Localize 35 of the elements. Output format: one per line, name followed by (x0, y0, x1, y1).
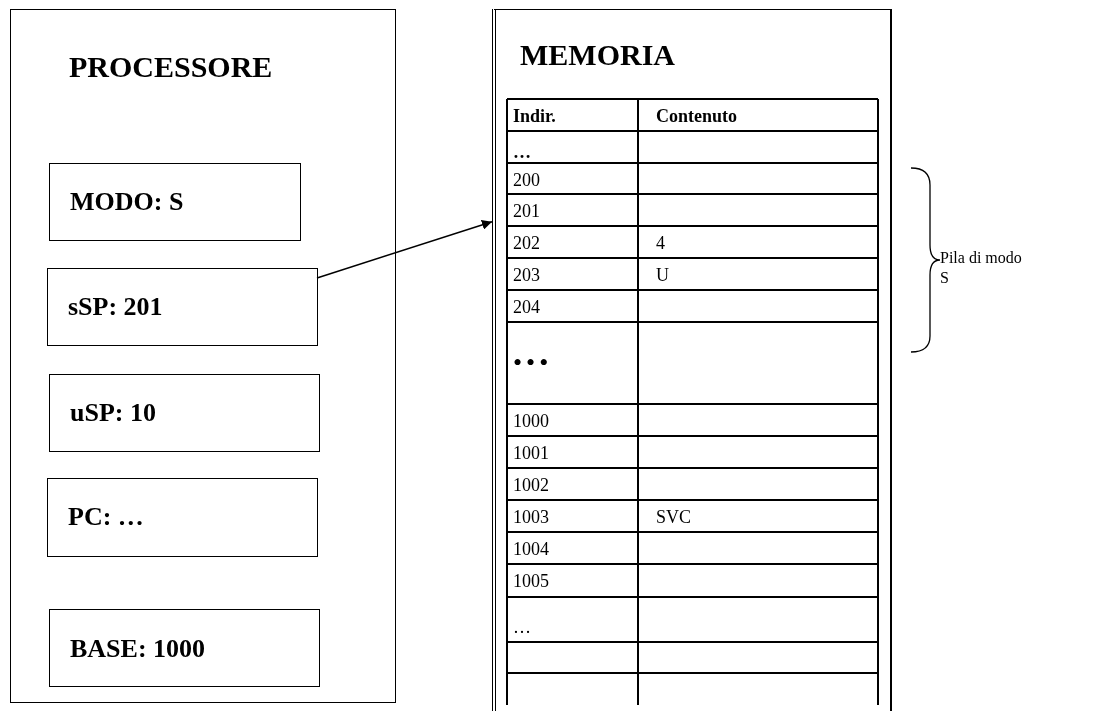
address-text: 1002 (513, 476, 549, 494)
register-text: BASE: 1000 (70, 636, 206, 662)
arrow (316, 220, 493, 279)
address-text: 204 (513, 298, 540, 316)
content-text: SVC (656, 508, 691, 526)
address-text: 203 (513, 266, 540, 284)
content-text: U (656, 266, 669, 284)
register-text: uSP: 10 (70, 400, 156, 426)
processor-heading: PROCESSORE (69, 52, 273, 82)
column-header: Contenuto (656, 107, 737, 125)
stack-note: Pila di modo S (940, 248, 1023, 288)
register-text: PC: … (68, 504, 144, 530)
address-text: 1001 (513, 444, 549, 462)
address-text: 200 (513, 171, 540, 189)
register-box (49, 374, 320, 452)
memory-heading: MEMORIA (520, 40, 675, 70)
register-box (47, 268, 318, 346)
register-text: MODO: S (70, 189, 184, 215)
ellipsis-text: … (513, 618, 531, 636)
register-box (49, 609, 320, 687)
address-text: 202 (513, 234, 540, 252)
column-header: Indir. (513, 107, 556, 125)
address-text: 1003 (513, 508, 549, 526)
column-header: … (513, 143, 531, 161)
address-text: 1004 (513, 540, 549, 558)
content-text: 4 (656, 234, 665, 252)
memory-box (492, 9, 892, 711)
register-box (49, 163, 301, 241)
address-text: 1005 (513, 572, 549, 590)
processor-box (10, 9, 396, 703)
register-box (47, 478, 318, 557)
address-text: 201 (513, 202, 540, 220)
ellipsis-text: ••• (513, 350, 553, 376)
address-text: 1000 (513, 412, 549, 430)
register-text: sSP: 201 (68, 294, 163, 320)
